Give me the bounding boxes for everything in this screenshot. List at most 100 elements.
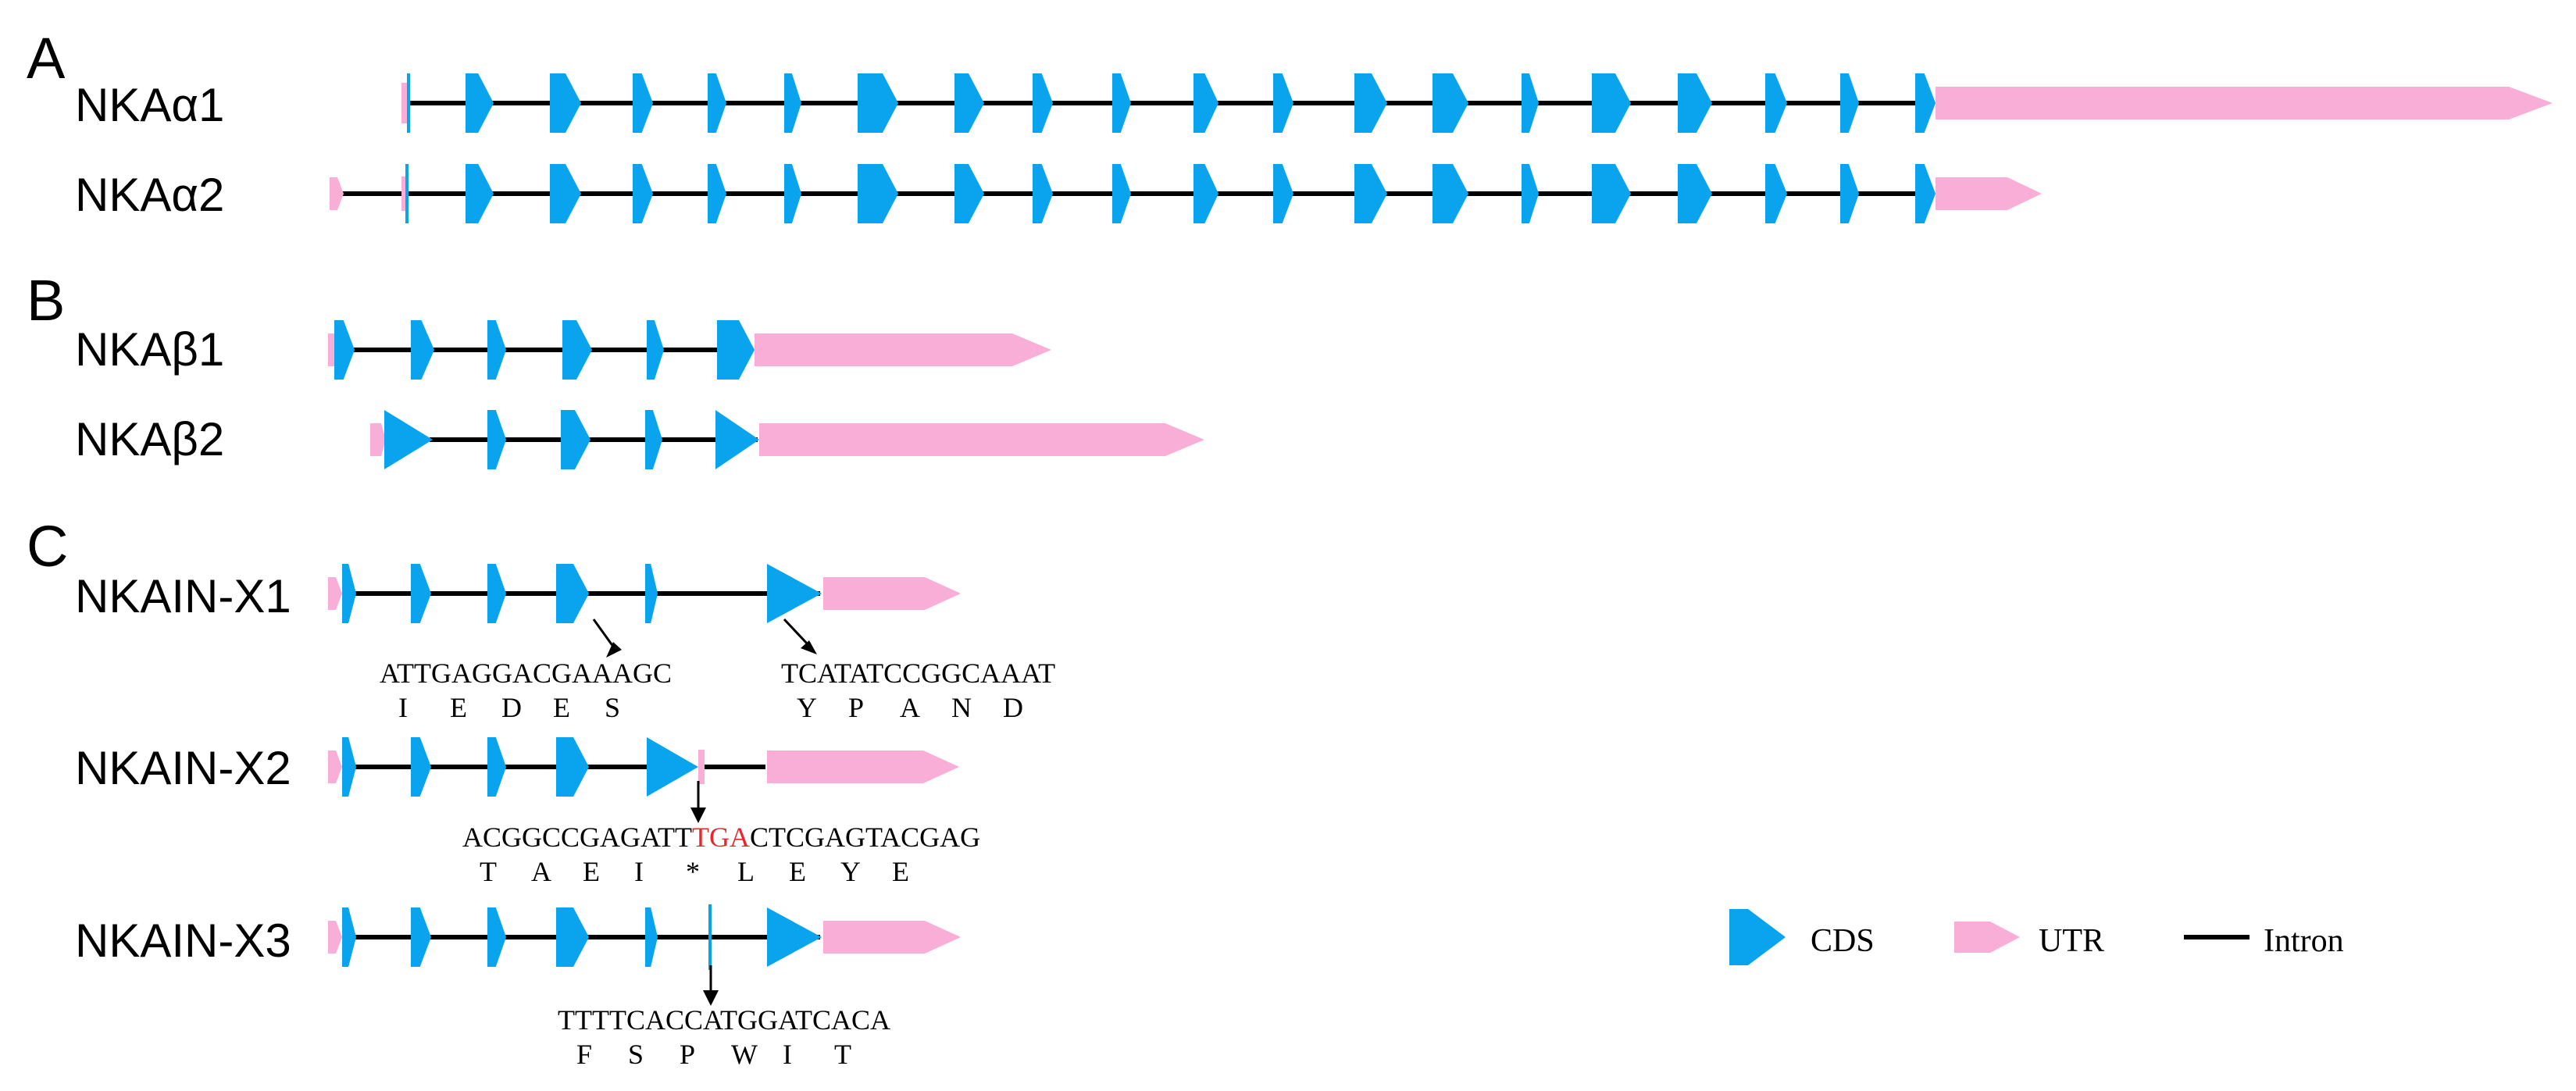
nka-beta1-exon-1 — [334, 320, 355, 380]
nka-alpha2-exon-15 — [1522, 164, 1539, 223]
nka-alpha2-exon-4 — [633, 164, 653, 223]
nka-beta2-exon-2 — [487, 410, 506, 469]
nka-alpha1-exon-2 — [466, 73, 494, 133]
x1-left-aa-5: S — [605, 692, 620, 723]
gene-name-nka-alpha1: NKAα1 — [75, 79, 224, 131]
nka-alpha2-exon-16 — [1592, 164, 1631, 223]
nka-alpha2-exon-8 — [954, 164, 984, 223]
gene-name-nka-beta2: NKAβ2 — [75, 413, 224, 465]
nkain-x2-utr-5 — [328, 751, 342, 783]
nka-beta1-utr-3 — [755, 333, 1051, 366]
nkain-x2-exon-4 — [556, 737, 589, 797]
legend-utr-swatch — [1954, 922, 2020, 953]
nkain-x1-exon-4 — [556, 564, 589, 623]
x3-sequence: TTTTCACCATGGATCACA — [558, 1004, 890, 1036]
nka-beta1-exon-4 — [562, 320, 592, 380]
nka-beta2-utr-3 — [759, 423, 1204, 456]
nka-alpha1-utr-3 — [1936, 87, 2553, 119]
nka-alpha1-exon-17 — [1678, 73, 1712, 133]
nka-alpha2-exon-1 — [405, 164, 409, 223]
nkain-x3-exon-2 — [411, 907, 431, 967]
nka-alpha1-exon-8 — [954, 73, 984, 133]
nka-beta2-exon-5 — [715, 410, 759, 469]
nka-beta1-utr-5 — [328, 333, 336, 366]
nka-alpha1-exon-7 — [858, 73, 898, 133]
nka-alpha1-exon-1 — [407, 73, 410, 133]
x2-aa-1: T — [480, 856, 497, 887]
panel-label-a: A — [27, 26, 66, 91]
nka-alpha1-exon-10 — [1112, 73, 1131, 133]
panel-label-c: C — [27, 514, 68, 579]
nkain-x3-utr-5 — [328, 921, 342, 954]
nka-alpha2-utr-3 — [1936, 177, 2042, 210]
nkain-x1-exon-5 — [645, 564, 658, 623]
gene-name-nkain-x3: NKAIN-X3 — [75, 915, 291, 967]
nka-alpha1-exon-19 — [1840, 73, 1859, 133]
x3-aa-5: I — [783, 1039, 792, 1070]
nka-alpha2-utr-5 — [330, 177, 344, 210]
nka-alpha2-exon-17 — [1678, 164, 1712, 223]
gene-name-nka-alpha2: NKAα2 — [75, 169, 224, 221]
nka-alpha1-exon-11 — [1193, 73, 1218, 133]
nka-alpha2-exon-2 — [466, 164, 494, 223]
x1-right-aa-3: A — [900, 692, 920, 723]
panel-label-b: B — [27, 268, 65, 333]
nkain-x3-exon-4 — [556, 907, 589, 967]
nka-alpha2-utr-5b — [401, 176, 406, 211]
nka-alpha1-exon-9 — [1033, 73, 1053, 133]
nkain-x1-utr-5 — [328, 577, 342, 610]
x3-aa-2: S — [628, 1039, 644, 1070]
nkain-x2-utr-mid — [698, 750, 705, 784]
gene-name-nkain-x1: NKAIN-X1 — [75, 570, 291, 622]
x2-seq-before: ACGGCCGAGATT — [462, 822, 692, 853]
gene-name-nkain-x2: NKAIN-X2 — [75, 742, 291, 794]
x2-sequence: ACGGCCGAGATTTGACTCGAGTACGAG — [462, 822, 980, 853]
nka-beta2-utr-5 — [370, 423, 386, 456]
nka-alpha2-exon-3 — [550, 164, 581, 223]
nka-alpha1-exon-15 — [1522, 73, 1539, 133]
x3-aa-4: W — [731, 1039, 758, 1070]
nkain-x1-exon-2 — [411, 564, 431, 623]
x2-aa-8: Y — [840, 856, 861, 887]
nka-alpha2-exon-6 — [784, 164, 801, 223]
nka-alpha1-exon-4 — [633, 73, 653, 133]
legend-utr-label: UTR — [2039, 923, 2104, 959]
legend-intron-label: Intron — [2264, 923, 2344, 959]
nka-alpha1-exon-12 — [1273, 73, 1293, 133]
nkain-x1-exon-3 — [487, 564, 506, 623]
x2-stop-codon: TGA — [692, 822, 750, 853]
nkain-x1-exon-6 — [767, 564, 822, 623]
nkain-x3-utr-3 — [823, 921, 961, 954]
nka-alpha1-exon-13 — [1354, 73, 1387, 133]
x1-right-aa-1: Y — [797, 692, 817, 723]
x3-arrowhead — [703, 990, 719, 1006]
x1-right-aa-2: P — [848, 692, 864, 723]
x1-left-aa-2: E — [450, 692, 467, 723]
nka-alpha1-exon-6 — [784, 73, 801, 133]
nka-alpha2-exon-13 — [1354, 164, 1387, 223]
x2-aa-2: A — [531, 856, 551, 887]
nkain-x2-utr-3 — [767, 751, 959, 783]
nka-beta1-exon-6 — [717, 320, 755, 380]
nka-beta2-exon-4 — [645, 410, 662, 469]
nkain-x2-exon-5 — [647, 737, 698, 797]
nkain-x2-exon-3 — [487, 737, 506, 797]
nka-beta2-exon-1 — [384, 410, 433, 469]
nka-beta1-exon-2 — [411, 320, 434, 380]
nka-alpha2-exon-7 — [858, 164, 898, 223]
x3-aa-1: F — [576, 1039, 592, 1070]
nka-alpha2-exon-5 — [708, 164, 726, 223]
gene-tracks — [328, 73, 2553, 970]
nkain-x2-exon-1 — [342, 737, 356, 797]
x2-aa-3: E — [583, 856, 600, 887]
nka-alpha2-exon-18 — [1765, 164, 1787, 223]
x2-aa-6: L — [737, 856, 755, 887]
x1-left-pointer-line — [592, 619, 617, 651]
